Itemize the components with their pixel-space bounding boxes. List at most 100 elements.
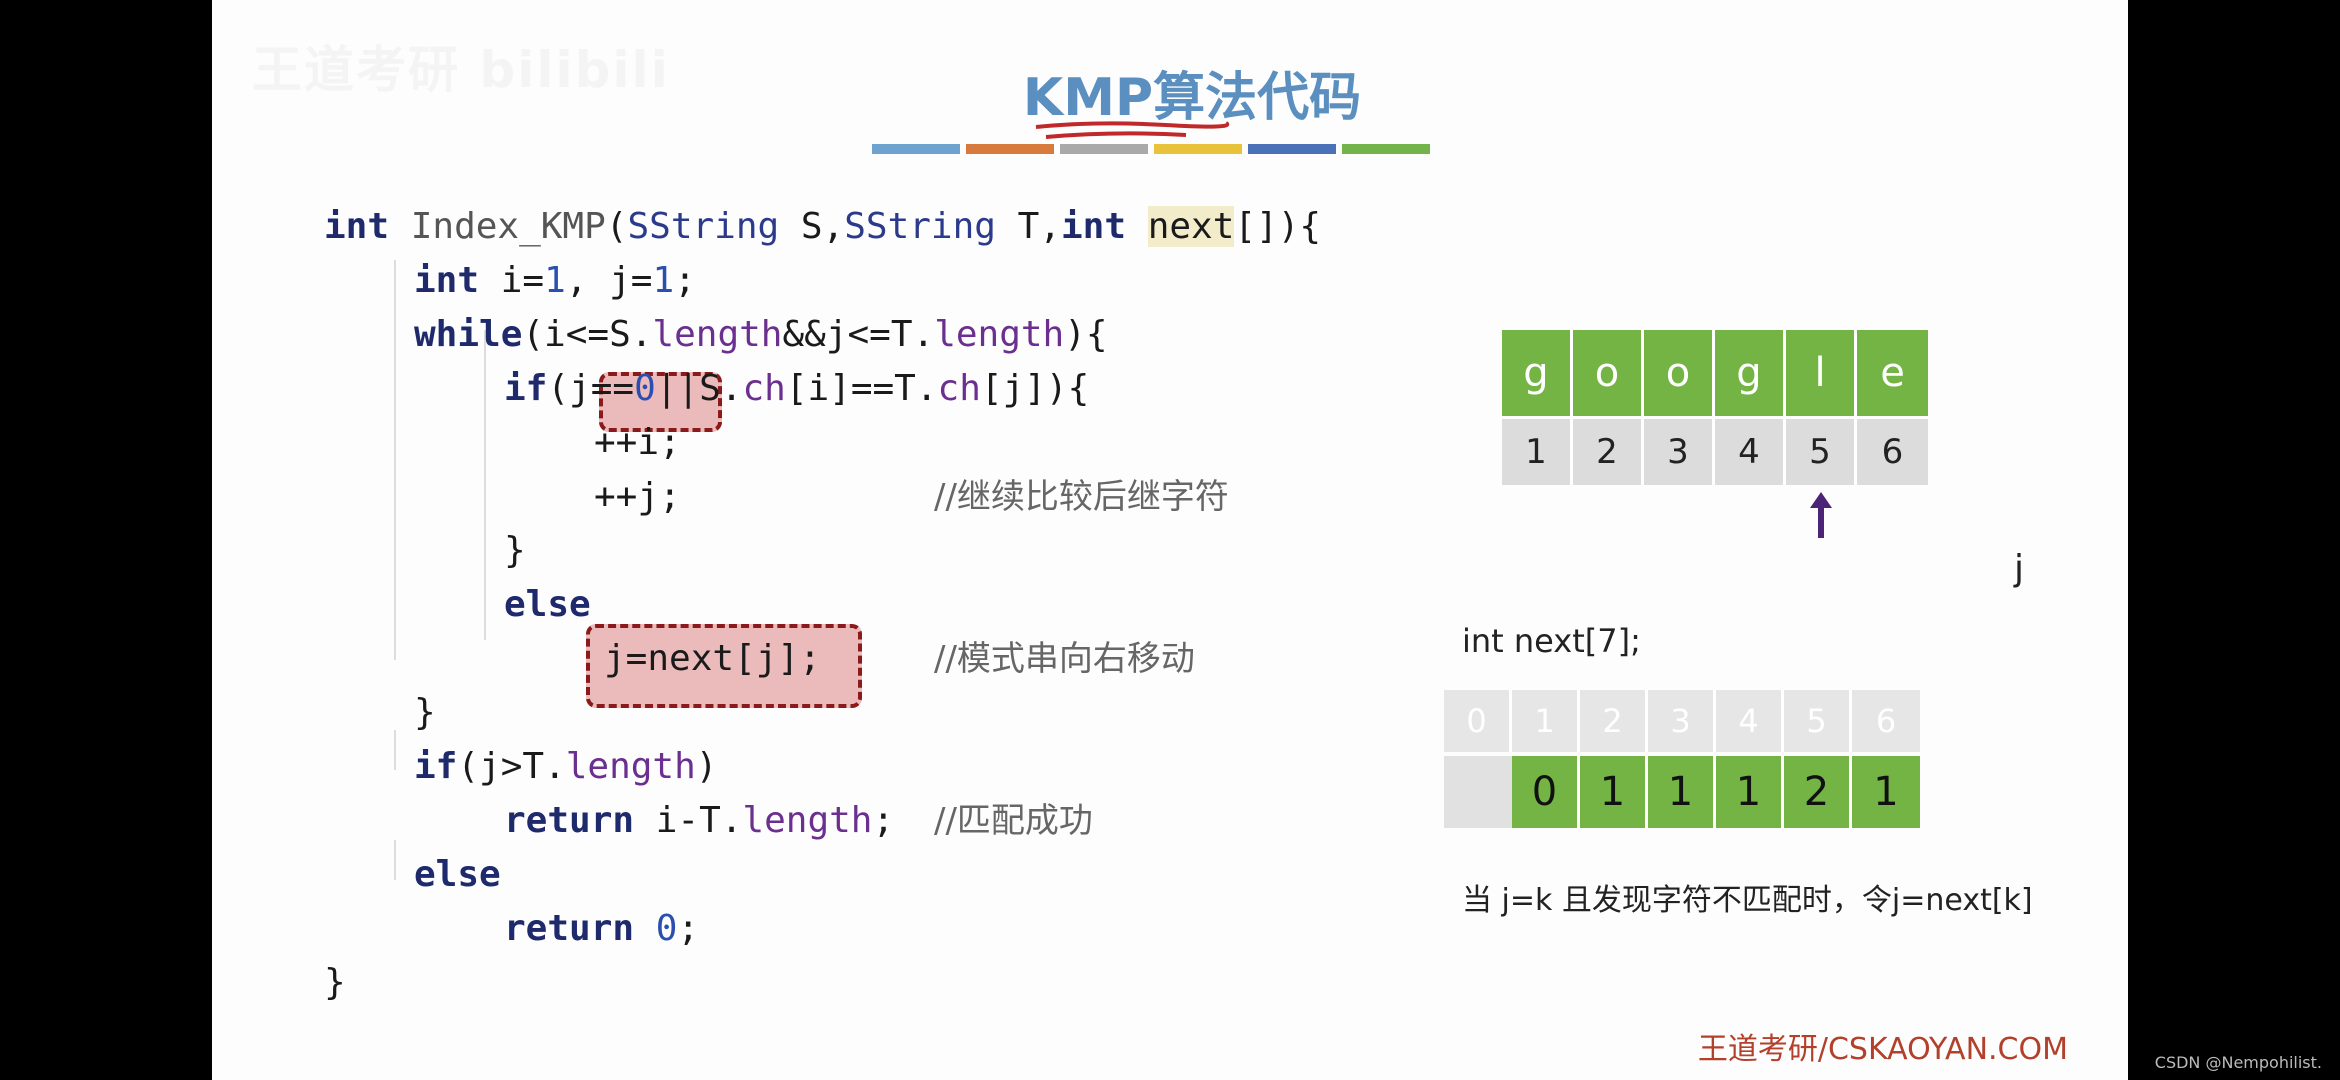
code-comment: //模式串向右移动 [934, 639, 1195, 679]
pattern-char-cell: g [1502, 330, 1573, 416]
code-token: SString [844, 206, 996, 247]
code-token: return [504, 908, 635, 949]
code-token: ){ [1064, 314, 1108, 355]
pattern-index-cell: 3 [1644, 419, 1715, 485]
code-token: ||S. [655, 368, 743, 409]
pattern-char-cell: o [1573, 330, 1644, 416]
code-line-7: } [504, 524, 526, 578]
up-arrow-icon [1810, 492, 1832, 538]
next-value-cell: 0 [1512, 756, 1580, 828]
code-token: while [414, 314, 523, 355]
code-token: T, [995, 206, 1061, 247]
rule-note: 当 j=k 且发现字符不匹配时，令j=next[k] [1462, 883, 2033, 918]
code-token: else [504, 584, 591, 625]
code-token: else [414, 854, 501, 895]
next-value-cell: 1 [1580, 756, 1648, 828]
code-token: length [934, 314, 1065, 355]
code-line-3: while(i<=S.length&&j<=T.length){ [414, 308, 1108, 362]
code-line-6: ++j; [594, 470, 681, 524]
title-block: KMP算法代码 [1012, 55, 1372, 139]
next-value-cell: 2 [1784, 756, 1852, 828]
pattern-char-cell: g [1715, 330, 1786, 416]
code-token: 0 [655, 908, 678, 949]
pattern-index-cell: 1 [1502, 419, 1573, 485]
slide: 王道考研 bilibili KMP算法代码 int Index_KMP(SStr… [212, 0, 2128, 1080]
code-token: S, [779, 206, 845, 247]
code-token: ++j; [594, 476, 681, 517]
code-token: j=next[j]; [604, 638, 821, 679]
code-line-4: if(j==0||S.ch[i]==T.ch[j]){ [504, 362, 1089, 416]
code-token: int [414, 260, 480, 301]
next-index-cell: 6 [1852, 690, 1920, 752]
pattern-index-cell: 4 [1715, 419, 1786, 485]
code-line-15: } [324, 956, 346, 1010]
pointer-label: j [2014, 548, 2025, 589]
code-token: length [565, 746, 696, 787]
color-bar-segment [966, 144, 1054, 154]
code-line-11: if(j>T.length) [414, 740, 717, 794]
code-token [634, 908, 656, 949]
code-token [1126, 206, 1148, 247]
code-token: , j= [565, 260, 653, 301]
next-value-cell-empty [1444, 756, 1512, 828]
code-token: (j== [547, 368, 635, 409]
watermark-logo: 王道考研 bilibili [252, 41, 670, 99]
pattern-index-cell: 5 [1786, 419, 1857, 485]
code-token: &&j<=T. [782, 314, 935, 355]
code-token: if [414, 746, 458, 787]
next-index-cell: 3 [1648, 690, 1716, 752]
slide-title: KMP算法代码 [1022, 68, 1362, 128]
csdn-watermark: CSDN @Nempohilist. [2154, 1053, 2322, 1072]
code-token: i-T. [634, 800, 743, 841]
code-line-2: int i=1, j=1; [414, 254, 696, 308]
next-value-cell: 1 [1648, 756, 1716, 828]
code-line-9: j=next[j]; [604, 632, 821, 686]
highlight-box-j-zero [599, 372, 722, 432]
indent-guide [484, 330, 486, 640]
code-token: return [504, 800, 635, 841]
pattern-char-cell: o [1644, 330, 1715, 416]
next-index-cell: 5 [1784, 690, 1852, 752]
code-line-10: } [414, 686, 436, 740]
next-index-cell: 1 [1512, 690, 1580, 752]
code-line-12: return i-T.length; [504, 794, 894, 848]
code-token-highlight: next [1147, 206, 1235, 247]
code-token: } [324, 962, 346, 1003]
color-bar-segment [1248, 144, 1336, 154]
code-token: if [504, 368, 548, 409]
code-token: length [742, 800, 873, 841]
code-token: [j]){ [980, 368, 1090, 409]
code-token: } [504, 530, 526, 571]
footer-brand: 王道考研/CSKAOYAN.COM [1697, 1032, 2068, 1067]
code-token: ; [677, 908, 700, 949]
code-token: (i<=S. [522, 314, 653, 355]
code-token: ++i; [594, 422, 681, 463]
code-token: ch [937, 368, 981, 409]
code-token: int [324, 206, 390, 247]
next-index-cell: 0 [1444, 690, 1512, 752]
pattern-index-cell: 2 [1573, 419, 1644, 485]
code-token: Index_KMP [410, 206, 606, 247]
indent-guide [394, 260, 396, 660]
code-token: ; [674, 260, 696, 301]
code-token: (j>T. [457, 746, 566, 787]
code-token: [i]==T. [785, 368, 938, 409]
code-token: ch [742, 368, 786, 409]
next-value-cell: 1 [1852, 756, 1920, 828]
title-color-bar [872, 144, 1430, 154]
code-token: int [1060, 206, 1127, 247]
color-bar-segment [1060, 144, 1148, 154]
code-token: 1 [652, 260, 675, 301]
pattern-char-cell: e [1857, 330, 1928, 416]
indent-guide [394, 840, 396, 880]
code-token: SString [627, 206, 780, 247]
code-token: ( [605, 206, 628, 247]
code-line-14: return 0; [504, 902, 699, 956]
code-line-13: else [414, 848, 501, 902]
code-line-1: int Index_KMP(SString S,SString T,int ne… [324, 200, 1321, 254]
code-token: length [652, 314, 783, 355]
next-value-cell: 1 [1716, 756, 1784, 828]
code-token: ) [695, 746, 718, 787]
code-comment: //匹配成功 [934, 801, 1093, 841]
code-token: i= [479, 260, 545, 301]
